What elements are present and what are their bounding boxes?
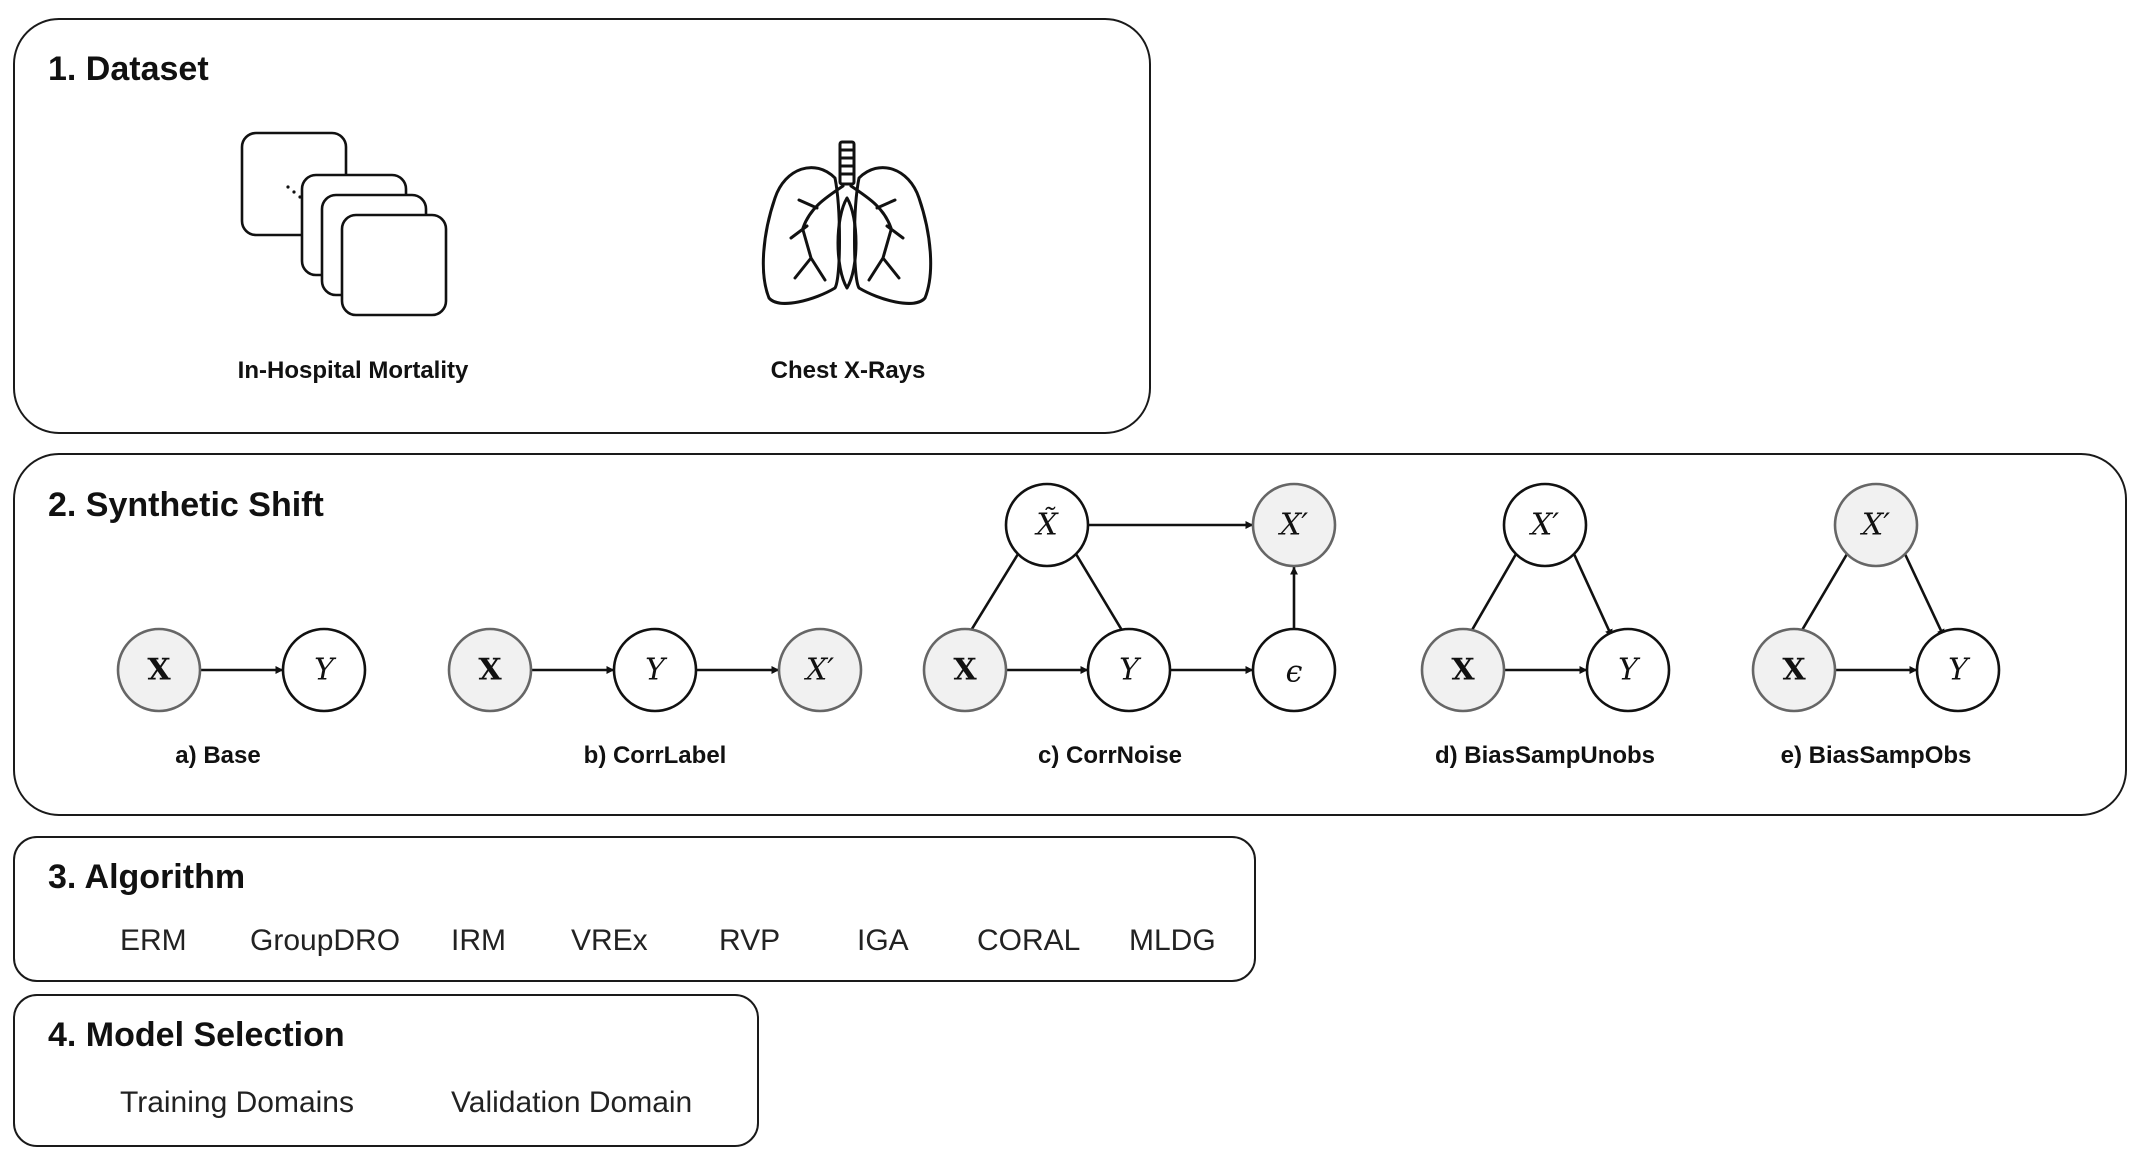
dataset-item-label: Chest X-Rays [770,357,926,384]
node-x-tilde [1004,482,1090,568]
node-y-label: Y [314,653,337,688]
node-y [1086,627,1172,713]
node-x-prime-label: X′ [804,653,834,688]
algorithm-item: RVP [719,924,781,957]
node-x-prime [777,627,863,713]
node-x-prime [1251,482,1337,568]
graph-base: X Y [116,627,367,713]
graph-caption: a) Base [175,742,261,769]
synthetic-shift-panel [13,453,2127,816]
algorithm-item: MLDG [1129,924,1216,957]
dataset-title: 1. Dataset [48,50,209,88]
dataset-item-label: In-Hospital Mortality [237,357,469,384]
algorithm-item: CORAL [977,924,1081,957]
graph-caption: c) CorrNoise [1037,742,1183,769]
node-x-prime-label: X′ [1529,508,1559,543]
graph-corrlabel: X Y X′ [447,627,863,713]
node-y-label: Y [645,653,668,688]
model-selection-panel [13,994,759,1147]
node-x [922,627,1008,713]
graph-caption: b) CorrLabel [583,742,727,769]
algorithm-item: VREx [571,924,648,957]
node-x [1751,627,1837,713]
node-x-label: X [953,653,977,688]
node-x-label: X [1451,653,1475,688]
node-x [447,627,533,713]
graph-corrnoise: X̃ X′ X Y ϵ [922,482,1337,713]
graph-biassampunobs: X′ X Y [1420,482,1671,713]
node-x-label: X [1782,653,1806,688]
node-epsilon-label: ϵ [1286,655,1303,690]
node-x-prime [1833,482,1919,568]
algorithm-item: ERM [120,924,187,957]
node-y-label: Y [1119,653,1142,688]
node-x-label: X [147,653,171,688]
node-x-label: X [478,653,502,688]
node-x-prime [1502,482,1588,568]
node-y [281,627,367,713]
selection-item: Validation Domain [451,1086,693,1119]
node-y-label: Y [1948,653,1971,688]
dataset-panel [13,18,1151,434]
algorithm-panel [13,836,1256,982]
node-x [116,627,202,713]
algorithm-item: IRM [451,924,506,957]
node-y [1915,627,2001,713]
node-x-prime-label: X′ [1278,508,1308,543]
algorithm-item: GroupDRO [250,924,401,957]
graph-biassampobs: X′ X Y [1751,482,2001,713]
node-y-label: Y [1618,653,1641,688]
algorithm-item: IGA [857,924,909,957]
graph-caption: d) BiasSampUnobs [1434,742,1656,769]
model-selection-title: 4. Model Selection [48,1016,345,1054]
selection-item: Training Domains [120,1086,354,1119]
node-x [1420,627,1506,713]
synthetic-shift-title: 2. Synthetic Shift [48,486,324,524]
node-x-prime-label: X′ [1860,508,1890,543]
node-y [612,627,698,713]
stacked-documents-icon [240,131,448,317]
algorithm-title: 3. Algorithm [48,858,246,896]
node-epsilon [1251,627,1337,713]
graph-caption: e) BiasSampObs [1780,742,1972,769]
lungs-icon [761,140,933,305]
node-y [1585,627,1671,713]
node-x-tilde-label: X̃ [1034,507,1059,542]
